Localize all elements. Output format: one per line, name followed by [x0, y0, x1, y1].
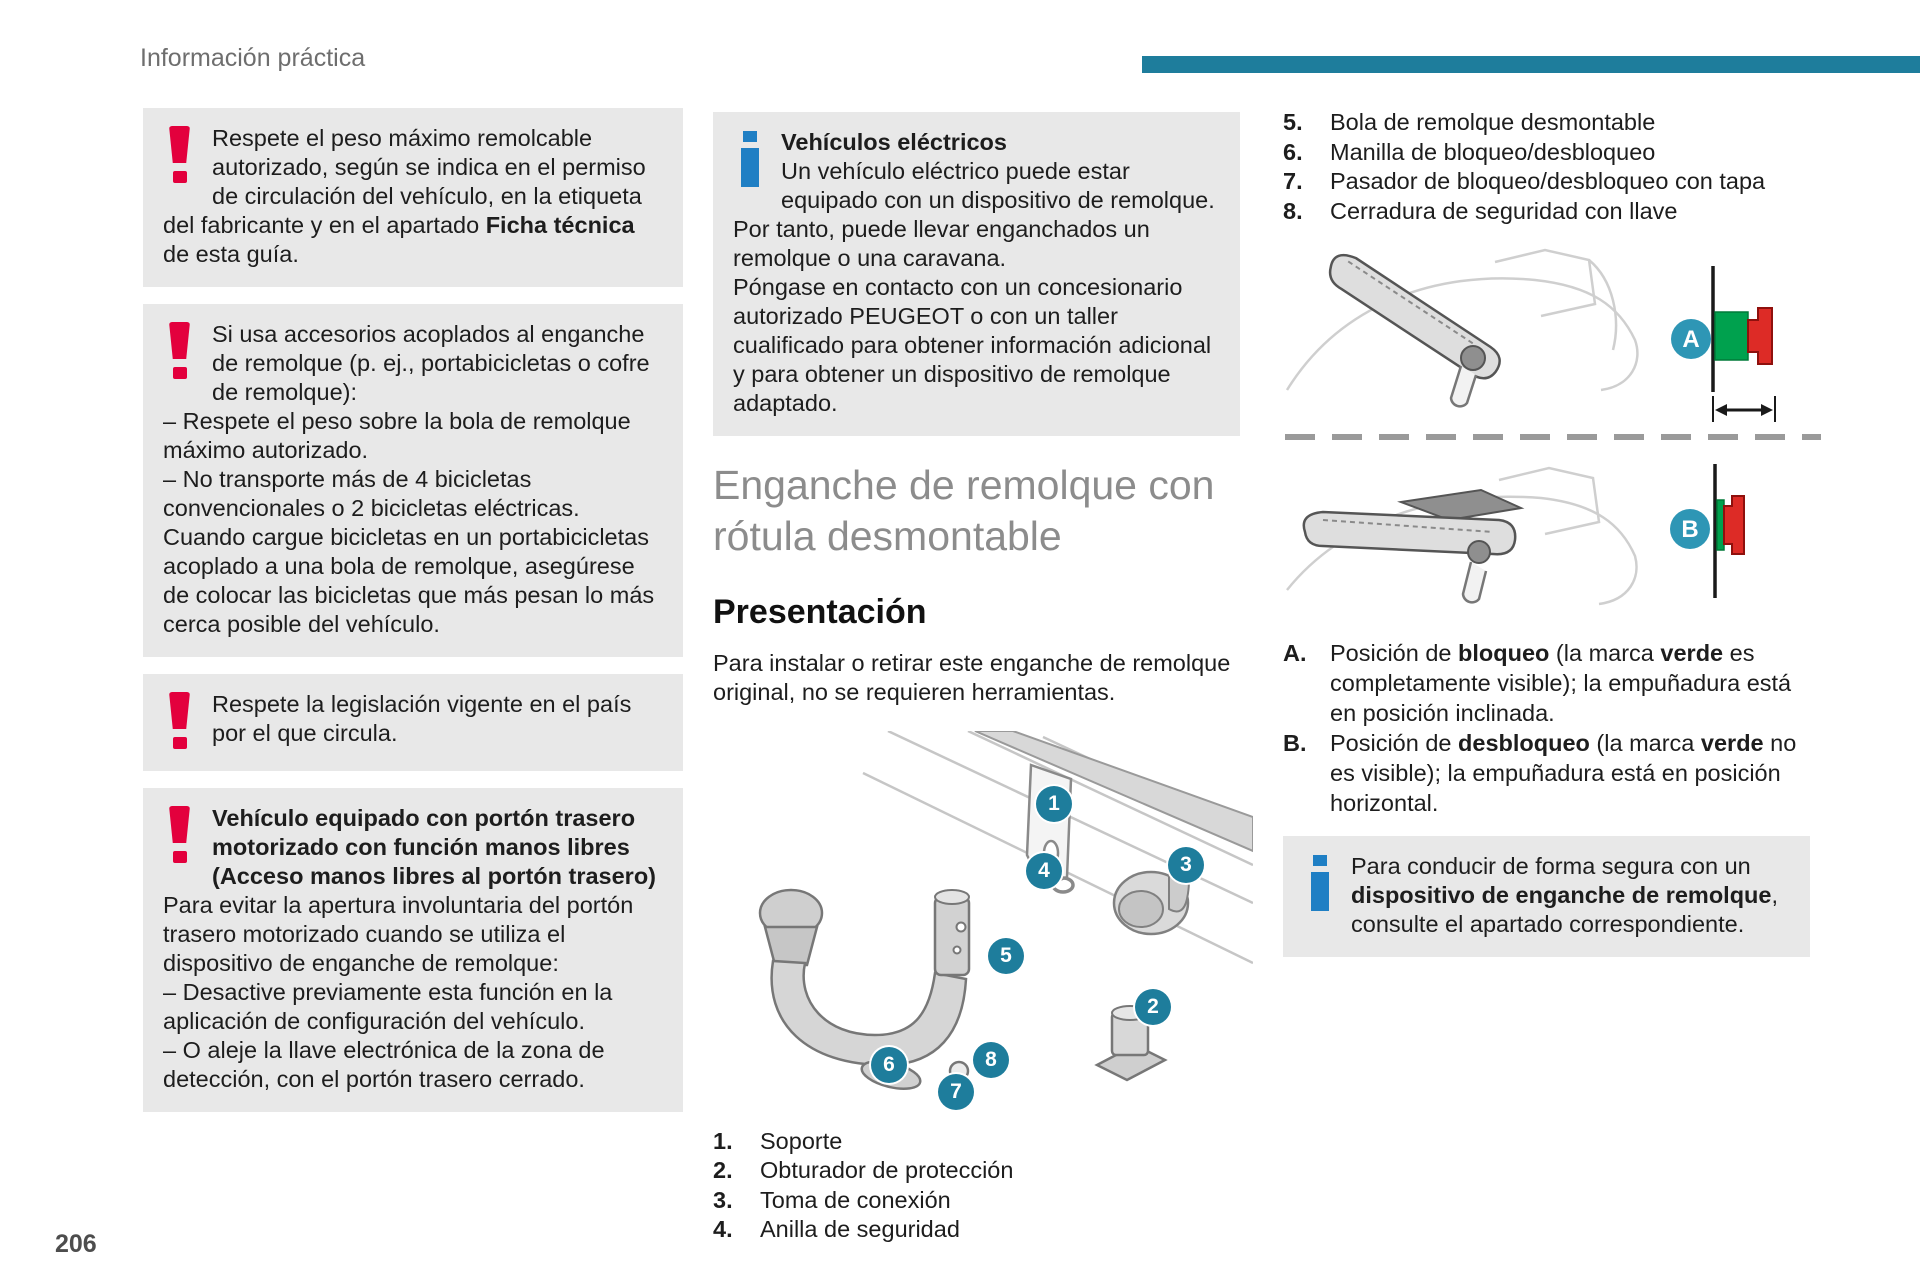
dashed-divider — [1285, 434, 1821, 440]
position-descriptions: A. Posición de bloqueo (la marca verde e… — [1283, 638, 1823, 818]
warning-text: – Respete el peso sobre la bola de remol… — [163, 408, 631, 463]
warning-box-legislation: Respete la legislación vigente en el paí… — [143, 674, 683, 771]
list-item: 2. Obturador de protección — [713, 1156, 1253, 1186]
warning-text: Si usa accesorios acoplados al enganche … — [212, 321, 650, 405]
list-item: 7. Pasador de bloqueo/desbloqueo con tapa — [1283, 167, 1823, 197]
item-number: 7. — [1283, 168, 1303, 194]
part-marker-4: 4 — [1026, 852, 1062, 889]
warning-text: – Desactive previamente esta función en … — [163, 979, 613, 1034]
tow-hitch-illustration — [758, 730, 1253, 1102]
item-number: 3. — [713, 1186, 733, 1213]
locked-handle-illustration — [1285, 248, 1776, 422]
warning-box-tailgate: Vehículo equipado con portón trasero mot… — [143, 788, 683, 1112]
middle-column: Vehículos eléctricos Un vehículo eléctri… — [713, 112, 1253, 1245]
part-marker-5: 5 — [988, 937, 1024, 974]
item-number: 6. — [1283, 138, 1303, 165]
unlocked-position-diagram: B — [1283, 450, 1823, 626]
info-icon — [1311, 855, 1329, 911]
warning-text: Vehículo equipado con portón trasero mot… — [212, 805, 657, 889]
item-label: Cerradura de seguridad con llave — [1330, 197, 1678, 224]
position-b-text: Posición de desbloqueo (la marca verde n… — [1330, 730, 1797, 816]
position-marker-a: A — [1671, 319, 1711, 359]
item-label: Manilla de bloqueo/desbloqueo — [1330, 138, 1656, 165]
list-item: 3. Toma de conexión — [713, 1186, 1253, 1216]
warning-text: – O aleje la llave electrónica de la zon… — [163, 1037, 605, 1092]
part-marker-3: 3 — [1168, 846, 1204, 883]
info-box-safe-driving: Para conducir de forma segura con un dis… — [1283, 836, 1810, 957]
position-marker-b: B — [1670, 509, 1710, 549]
part-marker-1: 1 — [1036, 785, 1072, 822]
position-a-description: A. Posición de bloqueo (la marca verde e… — [1283, 638, 1823, 728]
tow-hitch-parts-diagram: 1 2 3 4 5 6 7 8 — [713, 730, 1253, 1119]
item-label: Toma de conexión — [760, 1186, 951, 1213]
warning-text: Respete la legislación vigente en el paí… — [212, 691, 632, 746]
list-item: 4. Anilla de seguridad — [713, 1215, 1253, 1245]
position-a-text: Posición de bloqueo (la marca verde es c… — [1330, 640, 1792, 726]
item-number: 1. — [713, 1127, 733, 1154]
warning-exclamation-icon — [169, 692, 190, 749]
warning-box-max-weight: Respete el peso máximo remolcable autori… — [143, 108, 683, 287]
left-column: Respete el peso máximo remolcable autori… — [143, 108, 683, 1112]
unlocked-handle-illustration — [1286, 464, 1745, 606]
item-label: Anilla de seguridad — [760, 1216, 960, 1242]
part-marker-8: 8 — [973, 1041, 1009, 1078]
locked-position-diagram: A — [1283, 240, 1823, 426]
item-number: 2. — [713, 1157, 733, 1183]
list-item: 8. Cerradura de seguridad con llave — [1283, 197, 1823, 227]
info-box-electric-vehicles: Vehículos eléctricos Un vehículo eléctri… — [713, 112, 1240, 436]
item-number: 8. — [1283, 197, 1303, 224]
info-text: Póngase en contacto con un concesionario… — [733, 274, 1212, 416]
part-marker-7: 7 — [938, 1073, 974, 1110]
item-letter: A. — [1283, 640, 1307, 666]
info-text: Para conducir de forma segura con un dis… — [1351, 853, 1779, 937]
warning-exclamation-icon — [169, 126, 190, 183]
list-item: 5. Bola de remolque desmontable — [1283, 108, 1823, 138]
info-box-title: Vehículos eléctricos — [781, 129, 1007, 155]
section-title: Enganche de remolque con rótula desmonta… — [713, 462, 1215, 559]
warning-text: – No transporte más de 4 bicicletas conv… — [163, 466, 655, 637]
item-number: 5. — [1283, 109, 1303, 135]
parts-list-1-4: 1. Soporte 2. Obturador de protección 3. To… — [713, 1127, 1253, 1245]
item-letter: B. — [1283, 730, 1307, 756]
page-header-title: Información práctica — [140, 44, 366, 72]
warning-exclamation-icon — [169, 322, 190, 379]
item-label: Bola de remolque desmontable — [1330, 109, 1656, 135]
warning-text: Respete el peso máximo remolcable autori… — [163, 125, 646, 267]
item-label: Pasador de bloqueo/desbloqueo con tapa — [1330, 168, 1766, 194]
accent-bar — [1142, 56, 1920, 73]
part-marker-2: 2 — [1135, 988, 1171, 1025]
info-text: Un vehículo eléctrico puede estar equipa… — [733, 158, 1215, 271]
list-item: 1. Soporte — [713, 1127, 1253, 1157]
list-item: 6. Manilla de bloqueo/desbloqueo — [1283, 138, 1823, 168]
page-number: 206 — [55, 1230, 97, 1258]
part-marker-6: 6 — [871, 1046, 907, 1083]
position-b-description: B. Posición de desbloqueo (la marca verd… — [1283, 728, 1823, 818]
item-label: Obturador de protección — [760, 1157, 1014, 1183]
info-icon — [741, 131, 759, 187]
warning-box-accessories: Si usa accesorios acoplados al enganche … — [143, 304, 683, 657]
item-label: Soporte — [760, 1127, 843, 1154]
item-number: 4. — [713, 1216, 733, 1242]
warning-exclamation-icon — [169, 806, 190, 863]
parts-list-5-8: 5. Bola de remolque desmontable 6. Manilla… — [1283, 108, 1823, 226]
subsection-title: Presentación — [713, 593, 927, 631]
right-column: 5. Bola de remolque desmontable 6. Manilla… — [1283, 108, 1823, 957]
intro-paragraph: Para instalar o retirar este enganche de… — [713, 650, 1231, 705]
warning-text: Para evitar la apertura involuntaria del… — [163, 892, 634, 976]
